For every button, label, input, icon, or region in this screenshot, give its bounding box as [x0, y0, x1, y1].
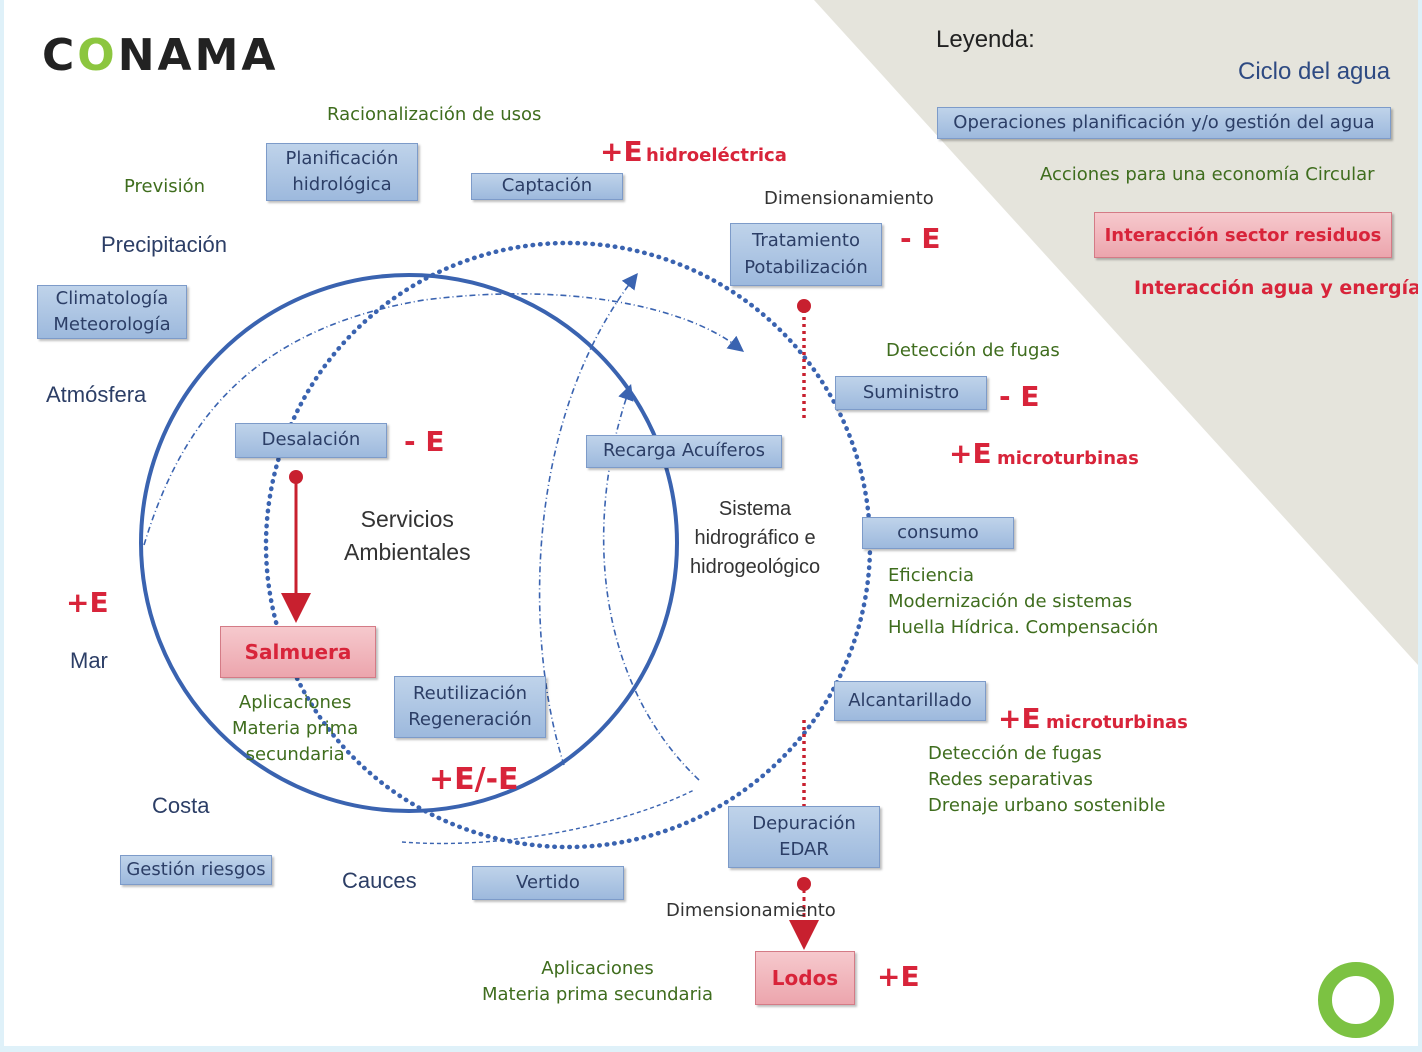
servicios-ambientales-label: Servicios Ambientales: [344, 503, 471, 570]
salmuera-app-line: Materia prima: [232, 718, 359, 740]
legend-residuos: Interacción sector residuos: [1094, 212, 1392, 258]
suministro-box: Suministro: [835, 376, 987, 410]
desalacion-connector-dot: [289, 470, 303, 484]
consumo-action: Eficiencia: [888, 565, 975, 586]
consumo-actions-list: Eficiencia Modernización de sistemas Hue…: [888, 563, 1158, 641]
reutilizacion-box: Reutilización Regeneración: [394, 676, 546, 738]
vertido-box: Vertido: [472, 866, 624, 900]
tratamiento-line: Tratamiento: [752, 230, 860, 252]
conama-logo: CONAMA: [42, 30, 279, 81]
precipitacion-label: Precipitación: [101, 232, 227, 257]
conama-ring-icon: [1318, 962, 1394, 1038]
dimensionamiento-top-label: Dimensionamiento: [764, 188, 934, 209]
hidro-energy-sign: +E: [600, 135, 643, 168]
hidro-energy-label: hidroeléctrica: [646, 145, 787, 166]
planificacion-line: hidrológica: [292, 174, 392, 195]
alcantarillado-action: Redes separativas: [928, 769, 1093, 791]
salmuera-app-line: secundaria: [245, 744, 345, 766]
atmosphere-flow-arrow: [143, 293, 745, 546]
recharge-arrow: [602, 383, 700, 781]
planificacion-line: Planificación: [285, 147, 399, 169]
deteccion-fugas-label: Detección de fugas: [886, 340, 1060, 361]
gestion-riesgos-box: Gestión riesgos: [120, 855, 272, 885]
diagram-graphics: [139, 0, 1418, 1038]
mar-label: Mar: [70, 648, 108, 673]
coast-flow-curve: [401, 789, 695, 845]
prevision-label: Previsión: [124, 176, 206, 197]
micro1-energy-sign: +E: [949, 437, 992, 470]
captacion-box: Captación: [471, 173, 623, 200]
alcantarillado-actions-list: Detección de fugas Redes separativas Dre…: [928, 741, 1165, 819]
salmuera-applications: Aplicaciones Materia prima secundaria: [232, 690, 358, 768]
legend-acciones: Acciones para una economía Circular: [1040, 164, 1375, 185]
costa-label: Costa: [152, 793, 210, 818]
racionalizacion-label: Racionalización de usos: [327, 104, 542, 125]
desalacion-energy: - E: [404, 425, 445, 458]
micro2-energy-label: microturbinas: [1046, 712, 1188, 733]
alcantarillado-box: Alcantarillado: [834, 681, 986, 721]
lodos-energy: +E: [877, 960, 920, 993]
legend-background: [814, 0, 1418, 665]
salmuera-app-line: Aplicaciones: [238, 692, 352, 713]
lodos-applications: Aplicaciones Materia prima secundaria: [482, 956, 713, 1008]
climatologia-box: Climatología Meteorología: [37, 285, 187, 339]
recarga-box: Recarga Acuíferos: [586, 435, 782, 468]
depuracion-connector-dot: [797, 877, 811, 891]
reutilizacion-energy: +E/-E: [429, 762, 519, 797]
consumo-box: consumo: [862, 517, 1014, 549]
sistema-line: Sistema: [718, 498, 792, 520]
services-circle: [139, 273, 679, 813]
legend-energia: Interacción agua y energía: [1134, 277, 1418, 299]
dimensionamiento-bottom-label: Dimensionamiento: [666, 900, 836, 921]
micro1-energy-label: microturbinas: [997, 448, 1139, 469]
lodos-app-line: Aplicaciones: [541, 958, 654, 979]
reutilizacion-line: Reutilización: [412, 682, 528, 704]
depuracion-line: EDAR: [779, 839, 829, 860]
tratamiento-energy: - E: [900, 222, 941, 255]
tratamiento-line: Potabilización: [744, 256, 868, 278]
micro2-energy-sign: +E: [998, 702, 1041, 735]
sistema-line: hidrogeológico: [690, 556, 821, 578]
tratamiento-connector-dot: [797, 299, 811, 313]
tratamiento-box: Tratamiento Potabilización: [730, 223, 882, 286]
reutilizacion-line: Regeneración: [408, 709, 532, 730]
climatologia-line: Climatología: [55, 287, 169, 309]
legend-operaciones: Operaciones planificación y/o gestión de…: [937, 107, 1391, 139]
sistema-hidrografico-label: Sistema hidrográfico e hidrogeológico: [690, 495, 820, 582]
cauces-label: Cauces: [342, 868, 417, 893]
alcantarillado-action: Drenaje urbano sostenible: [928, 795, 1166, 817]
consumo-action: Huella Hídrica. Compensación: [888, 617, 1159, 639]
desalacion-box: Desalación: [235, 423, 387, 458]
salmuera-box: Salmuera: [220, 626, 376, 678]
lodos-app-line: Materia prima secundaria: [482, 984, 714, 1006]
legend-title: Leyenda:: [936, 26, 1035, 53]
diagram-panel: CONAMA Leyenda: Ciclo del agua Operacion…: [4, 0, 1418, 1046]
planificacion-box: Planificación hidrológica: [266, 143, 418, 201]
legend-ciclo: Ciclo del agua: [1238, 58, 1391, 85]
infiltration-arrow: [538, 272, 638, 766]
mar-energy: +E: [66, 586, 109, 619]
servicios-line: Servicios: [360, 506, 454, 532]
consumo-action: Modernización de sistemas: [888, 591, 1133, 613]
sistema-line: hidrográfico e: [694, 527, 816, 549]
atmosfera-label: Atmósfera: [46, 382, 147, 407]
suministro-energy: - E: [999, 380, 1040, 413]
depuracion-box: Depuración EDAR: [728, 806, 880, 868]
alcantarillado-action: Detección de fugas: [928, 743, 1102, 764]
depuracion-line: Depuración: [752, 812, 856, 834]
lodos-box: Lodos: [755, 951, 855, 1005]
servicios-line: Ambientales: [344, 539, 471, 566]
climatologia-line: Meteorología: [53, 314, 171, 335]
